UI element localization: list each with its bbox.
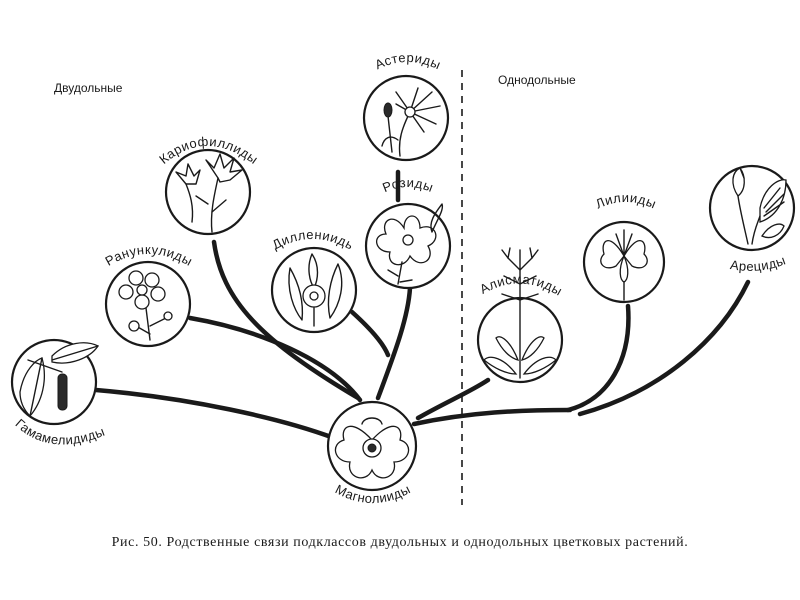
arum-icon bbox=[732, 167, 787, 245]
node-magnoliidae: Магнолииды bbox=[326, 400, 418, 506]
label-liliidae: Лилииды bbox=[593, 190, 658, 212]
buttercup-icon bbox=[118, 270, 173, 341]
branch-hamamelididae bbox=[93, 387, 337, 441]
branch-arecidae bbox=[577, 279, 751, 417]
cornflower-icon bbox=[381, 87, 441, 157]
node-arecidae: Арециды bbox=[708, 164, 796, 274]
node-alismatidae: Алисматиды bbox=[476, 247, 565, 384]
birch-icon bbox=[19, 342, 99, 417]
branches bbox=[93, 169, 751, 441]
magnolia-icon bbox=[334, 417, 410, 479]
branch-dilleniidae bbox=[349, 309, 391, 358]
branch-monocot-stem bbox=[411, 407, 573, 427]
node-rosidae: Розиды bbox=[364, 175, 452, 290]
node-circle bbox=[708, 164, 796, 252]
node-asteridae: Астериды bbox=[362, 50, 450, 162]
branch-alismatidae bbox=[415, 377, 491, 421]
figure-caption: Рис. 50. Родственные связи подклассов дв… bbox=[112, 535, 689, 550]
label-arecidae: Арециды bbox=[729, 252, 788, 274]
label-dicots: Двудольные bbox=[54, 81, 123, 95]
rose-icon bbox=[376, 203, 444, 285]
node-ranunculidae: Ранункулиды bbox=[103, 242, 195, 348]
branch-rosidae bbox=[375, 285, 413, 401]
node-circle bbox=[362, 74, 450, 162]
node-caryophyllidae: Кариофиллиды bbox=[156, 134, 261, 236]
branch-ranunculidae bbox=[187, 315, 363, 403]
label-alismatidae: Алисматиды bbox=[477, 271, 565, 298]
dillenia-icon bbox=[288, 253, 343, 327]
branch-caryophyllidae bbox=[211, 239, 361, 401]
carnation-icon bbox=[175, 153, 243, 233]
node-hamamelididae: Гамамелидиды bbox=[10, 338, 107, 448]
branch-liliidae bbox=[565, 303, 631, 413]
lily-icon bbox=[600, 229, 648, 301]
node-dilleniidae: Диллениидь bbox=[270, 227, 358, 334]
alisma-icon bbox=[483, 247, 557, 379]
label-rosidae: Розиды bbox=[380, 175, 435, 195]
node-liliidae: Лилииды bbox=[582, 190, 666, 304]
label-monocots: Однодольные bbox=[498, 73, 576, 87]
label-asteridae: Астериды bbox=[373, 50, 444, 73]
